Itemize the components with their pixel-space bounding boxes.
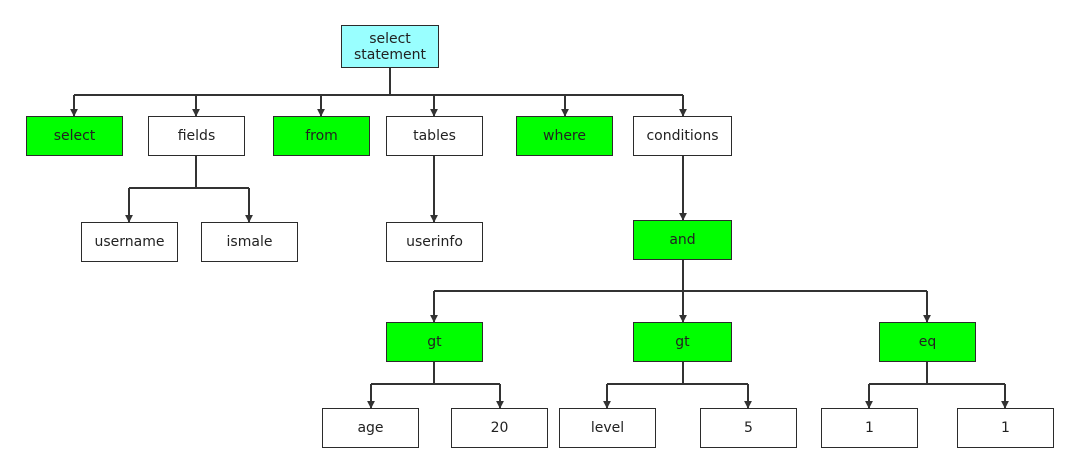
node-1-left: 1 xyxy=(821,408,918,448)
node-select: select xyxy=(26,116,123,156)
node-where: where xyxy=(516,116,613,156)
node-age: age xyxy=(322,408,419,448)
node-select-statement: select statement xyxy=(341,25,439,68)
node-ismale: ismale xyxy=(201,222,298,262)
node-userinfo: userinfo xyxy=(386,222,483,262)
node-eq: eq xyxy=(879,322,976,362)
node-tables: tables xyxy=(386,116,483,156)
node-and: and xyxy=(633,220,732,260)
node-20: 20 xyxy=(451,408,548,448)
node-gt-age: gt xyxy=(386,322,483,362)
node-fields: fields xyxy=(148,116,245,156)
node-from: from xyxy=(273,116,370,156)
node-5: 5 xyxy=(700,408,797,448)
node-gt-level: gt xyxy=(633,322,732,362)
node-level: level xyxy=(559,408,656,448)
node-1-right: 1 xyxy=(957,408,1054,448)
node-username: username xyxy=(81,222,178,262)
node-conditions: conditions xyxy=(633,116,732,156)
